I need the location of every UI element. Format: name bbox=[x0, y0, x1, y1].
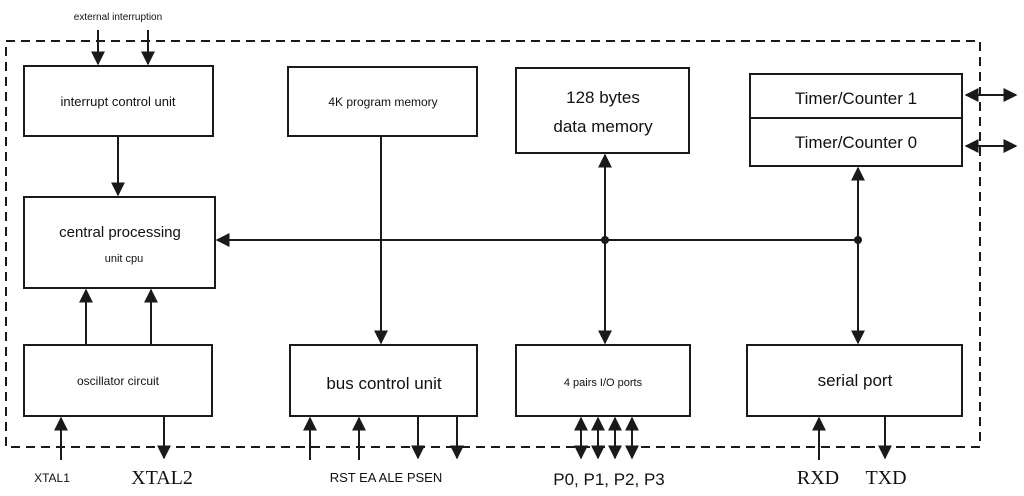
cpu-block: central processing unit cpu bbox=[23, 196, 216, 289]
bus-junction-dot-2 bbox=[854, 236, 862, 244]
data-memory-label-line2: data memory bbox=[553, 117, 653, 136]
oscillator-label: oscillator circuit bbox=[77, 374, 160, 388]
data-memory-block: 128 bytes data memory bbox=[515, 67, 690, 154]
bus-control-unit-block: bus control unit bbox=[289, 344, 478, 417]
bus-pins-label: RST EA ALE PSEN bbox=[330, 470, 442, 485]
rxd-label: RXD bbox=[797, 467, 839, 489]
interrupt-control-unit-block: interrupt control unit bbox=[23, 65, 214, 137]
ports-label: P0, P1, P2, P3 bbox=[553, 470, 665, 489]
io-ports-block: 4 pairs I/O ports bbox=[515, 344, 691, 417]
cpu-label-line1: central processing bbox=[59, 224, 181, 241]
program-memory-block: 4K program memory bbox=[287, 66, 478, 137]
timer-counter-1-label: Timer/Counter 1 bbox=[795, 89, 917, 108]
xtal2-label: XTAL2 bbox=[131, 467, 193, 489]
interrupt-control-unit-label: interrupt control unit bbox=[61, 94, 176, 109]
xtal1-label: XTAL1 bbox=[34, 471, 70, 485]
io-ports-label: 4 pairs I/O ports bbox=[564, 377, 643, 389]
cpu-label-line2: unit cpu bbox=[105, 253, 144, 265]
serial-port-block: serial port bbox=[746, 344, 963, 417]
oscillator-block: oscillator circuit bbox=[23, 344, 213, 417]
data-memory-label-line1: 128 bytes bbox=[566, 88, 640, 107]
program-memory-label: 4K program memory bbox=[328, 95, 437, 109]
bus-junction-dot-1 bbox=[601, 236, 609, 244]
bus-control-unit-label: bus control unit bbox=[326, 374, 442, 393]
timer-counter-0-label: Timer/Counter 0 bbox=[795, 133, 917, 152]
timer-counter-block: Timer/Counter 1 Timer/Counter 0 bbox=[749, 73, 963, 167]
chip-boundary bbox=[5, 40, 981, 448]
txd-label: TXD bbox=[865, 467, 906, 489]
serial-port-label: serial port bbox=[818, 371, 893, 390]
external-interruption-label: external interruption bbox=[74, 12, 162, 23]
